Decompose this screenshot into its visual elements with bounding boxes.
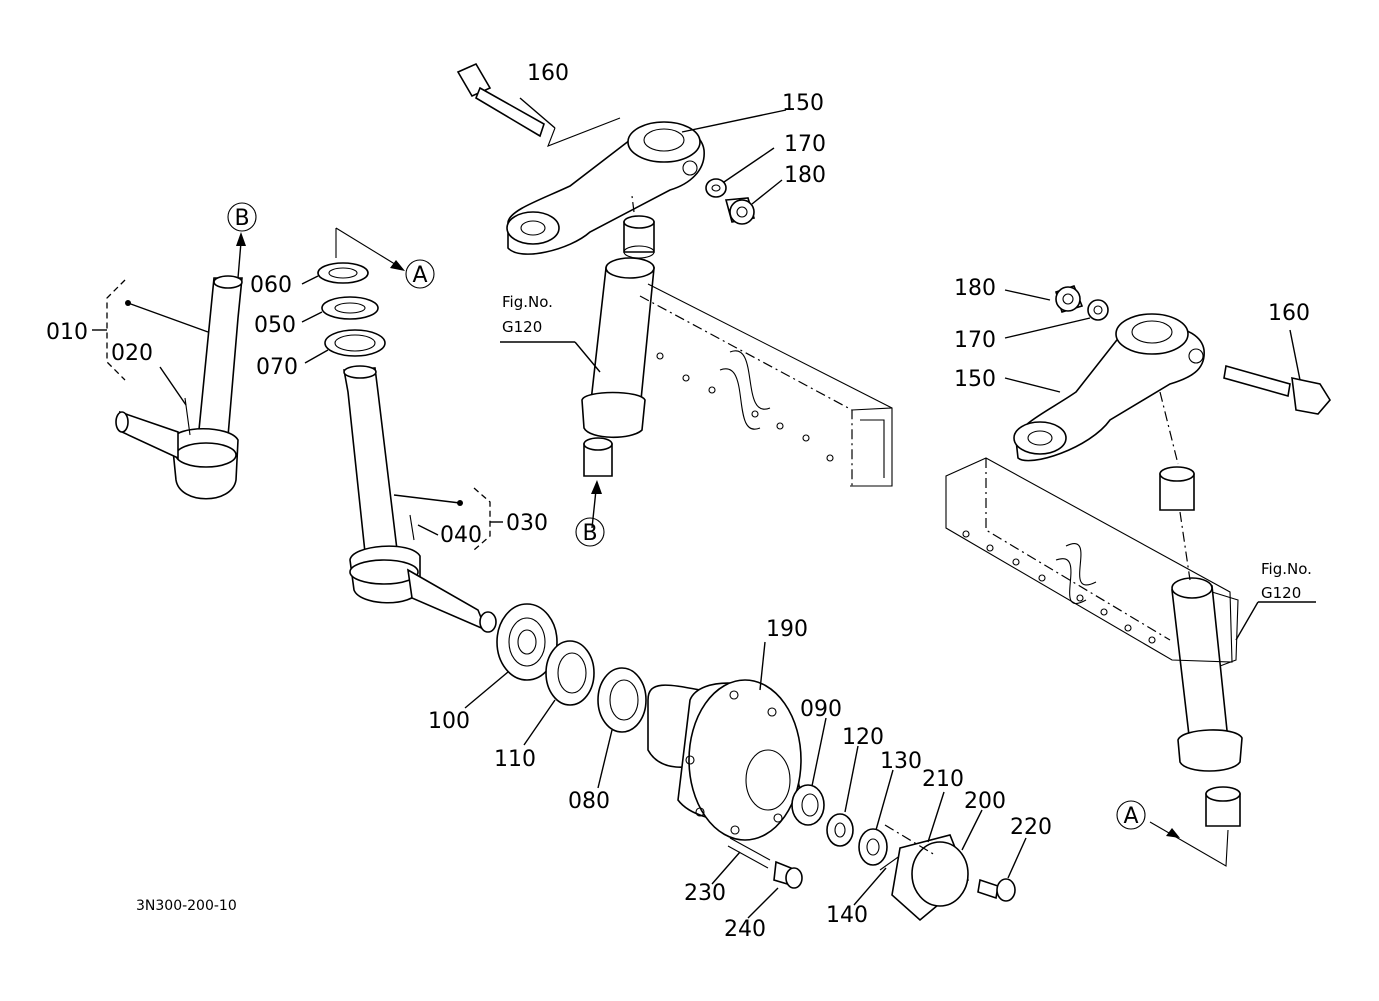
- nut-240: [773, 860, 803, 889]
- label-210: 210: [922, 767, 964, 792]
- bearing-110: [545, 640, 595, 706]
- callout-b-top: B: [227, 202, 257, 232]
- fig-ref-right-line1: Fig.No.: [1261, 560, 1312, 578]
- bearing-080: [597, 667, 647, 733]
- knuckle-010-drawing: [115, 275, 243, 500]
- label-160-top: 160: [527, 61, 569, 86]
- bearing-090: [791, 784, 825, 826]
- bracket-030: [473, 487, 491, 551]
- label-090: 090: [800, 697, 842, 722]
- label-230: 230: [684, 881, 726, 906]
- callout-a-top: A: [405, 259, 435, 289]
- label-180-top: 180: [784, 163, 826, 188]
- bushing-bottom-left: [583, 437, 613, 477]
- label-170-right: 170: [954, 328, 996, 353]
- label-190: 190: [766, 617, 808, 642]
- callout-a-bottom-text: A: [1123, 804, 1138, 829]
- seal-100: [496, 603, 558, 681]
- callout-b-bottom-text: B: [582, 521, 597, 546]
- label-170-top: 170: [784, 132, 826, 157]
- label-200: 200: [964, 789, 1006, 814]
- label-080: 080: [568, 789, 610, 814]
- callout-a-top-text: A: [412, 263, 427, 288]
- label-100: 100: [428, 709, 470, 734]
- bushing-right-lower: [1205, 786, 1241, 827]
- shim-050: [321, 296, 379, 320]
- bolt-220: [977, 878, 1016, 902]
- label-060: 060: [250, 273, 292, 298]
- label-160-right: 160: [1268, 301, 1310, 326]
- arm-150-top: [506, 121, 705, 255]
- label-120: 120: [842, 725, 884, 750]
- fig-ref-left-line2: G120: [502, 318, 542, 336]
- bracket-010: [106, 279, 126, 381]
- axle-beam-right: [945, 457, 1233, 663]
- callout-b-top-text: B: [234, 206, 249, 231]
- label-010: 010: [46, 320, 88, 345]
- label-130: 130: [880, 749, 922, 774]
- washer-170-top: [705, 178, 727, 198]
- bushing-top: [623, 215, 655, 259]
- label-040: 040: [440, 523, 482, 548]
- axle-tube-top: [581, 257, 655, 439]
- label-150-right: 150: [954, 367, 996, 392]
- fig-ref-left-line1: Fig.No.: [502, 293, 553, 311]
- label-180-right: 180: [954, 276, 996, 301]
- stud-230: [727, 837, 771, 869]
- arrow-b-left: [237, 241, 242, 279]
- fig-ref-right-line2: G120: [1261, 584, 1301, 602]
- arm-150-right: [1013, 313, 1205, 462]
- washer-120: [826, 813, 854, 847]
- label-220: 220: [1010, 815, 1052, 840]
- nut-180-top: [724, 197, 756, 225]
- shim-060: [317, 262, 369, 284]
- cap-200: [891, 834, 969, 922]
- drawing-code: 3N300-200-10: [136, 898, 237, 914]
- label-070: 070: [256, 355, 298, 380]
- hub-190: [647, 679, 802, 841]
- label-110: 110: [494, 747, 536, 772]
- label-240: 240: [724, 917, 766, 942]
- nut-130: [858, 828, 888, 866]
- label-030: 030: [506, 511, 548, 536]
- seal-070: [324, 329, 386, 357]
- label-050: 050: [254, 313, 296, 338]
- washer-170-right: [1087, 299, 1109, 321]
- knuckle-030-drawing: [343, 365, 497, 633]
- callout-a-bottom: A: [1116, 800, 1146, 830]
- label-140: 140: [826, 903, 868, 928]
- bolt-160-right: [1223, 364, 1331, 415]
- bushing-right-upper: [1159, 466, 1195, 511]
- axle-tube-right: [1171, 577, 1243, 772]
- label-020: 020: [111, 341, 153, 366]
- nut-180-right: [1055, 285, 1084, 313]
- callout-b-bottom: B: [575, 517, 605, 547]
- label-150-top: 150: [782, 91, 824, 116]
- axle-beam-top: [639, 283, 893, 487]
- bolt-160-top: [456, 62, 545, 138]
